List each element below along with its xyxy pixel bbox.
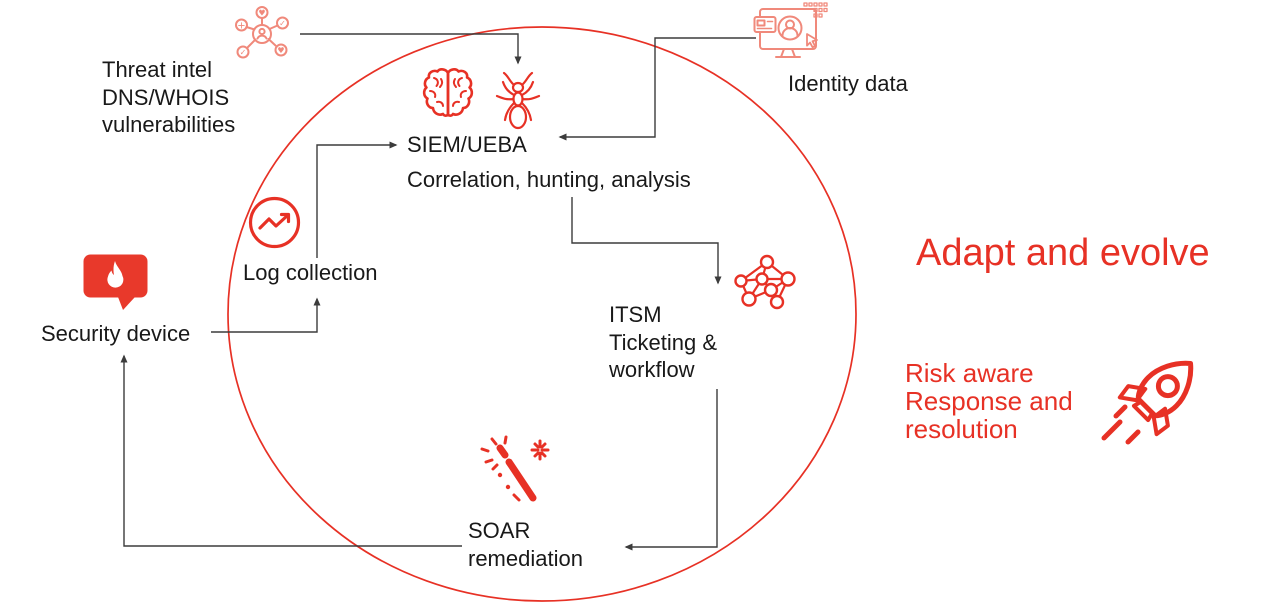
risk-line-2: Response and xyxy=(905,386,1073,416)
itsm-line-3: workflow xyxy=(609,357,695,382)
svg-text:+: + xyxy=(237,21,245,32)
flame-glyph xyxy=(107,261,124,288)
svg-text:♥: ♥ xyxy=(258,9,265,18)
siem-sublabel: Correlation, hunting, analysis xyxy=(407,167,691,192)
arrow-soar-to-security xyxy=(120,354,462,547)
monitor-user-icon xyxy=(753,2,828,58)
threat-intel-line-2: DNS/WHOIS xyxy=(102,84,230,110)
security-device-label: Security device xyxy=(41,321,191,346)
alert-bubble-flame-icon xyxy=(83,254,148,310)
social-graph-icon: ♥ + ✓ ✓ ♥ xyxy=(235,6,289,59)
svg-text:✓: ✓ xyxy=(279,19,286,28)
arrow-itsm-to-soar xyxy=(624,389,718,551)
risk-line-1: Risk aware xyxy=(905,358,1034,388)
soar-line-1: SOAR xyxy=(468,518,531,543)
svg-text:♥: ♥ xyxy=(277,46,284,55)
arrow-security-to-log xyxy=(211,297,321,333)
adapt-evolve-callout: Adapt and evolve xyxy=(916,232,1210,274)
itsm-line-2: Ticketing & xyxy=(609,329,718,355)
arrow-threat-to-siem xyxy=(300,33,522,65)
threat-intel-line-3: vulnerabilities xyxy=(102,112,236,137)
soar-line-2: remediation xyxy=(468,545,583,571)
risk-aware-callout: Risk aware Response and resolution xyxy=(905,359,1073,443)
itsm-label: ITSM Ticketing & workflow xyxy=(609,301,717,384)
arrow-log-to-siem xyxy=(316,141,398,258)
risk-line-3: resolution xyxy=(905,414,1018,444)
ant-icon xyxy=(495,71,541,130)
brain-icon xyxy=(422,68,474,117)
identity-data-label: Identity data xyxy=(788,71,908,96)
arrow-identity-to-siem xyxy=(558,37,756,141)
log-collection-label: Log collection xyxy=(243,260,378,285)
network-graph-icon xyxy=(734,254,796,310)
threat-intel-line-1: Threat intel xyxy=(102,57,213,82)
trend-chart-icon xyxy=(248,196,301,249)
adaptive-loop-ellipse xyxy=(227,26,857,602)
siem-ueba-label: SIEM/UEBA xyxy=(407,132,527,157)
soar-label: SOAR remediation xyxy=(468,517,583,572)
threat-intel-label: Threat intel DNS/WHOIS vulnerabilities xyxy=(102,56,235,139)
arrow-siem-to-itsm xyxy=(571,197,722,285)
magic-wand-icon xyxy=(480,435,550,502)
svg-text:✓: ✓ xyxy=(240,48,247,57)
rocket-icon xyxy=(1101,360,1194,445)
itsm-line-1: ITSM xyxy=(609,302,662,327)
